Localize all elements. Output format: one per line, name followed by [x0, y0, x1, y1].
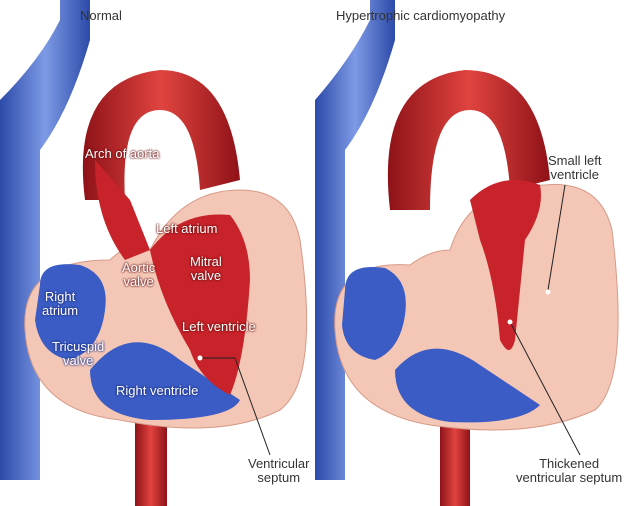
- label-line: Tricuspid: [52, 339, 105, 354]
- label-line: Thickened: [539, 456, 600, 471]
- title-normal: Normal: [80, 8, 122, 23]
- label-line: Aortic: [122, 260, 156, 275]
- label-line: Mitral: [190, 254, 222, 269]
- label-line: Right: [44, 289, 76, 304]
- label-line: septum: [257, 470, 301, 485]
- label-line: valve: [62, 353, 94, 368]
- hcm-heart: [315, 0, 619, 506]
- label-right-ventricle: Right ventricle: [116, 383, 199, 398]
- normal-heart: [0, 0, 308, 506]
- label-left-ventricle: Left ventricle: [182, 319, 256, 334]
- label-line: Small left: [548, 153, 602, 168]
- label-line: valve: [190, 268, 222, 283]
- label-line: valve: [123, 274, 154, 289]
- label-arch-of-aorta: Arch of aorta: [85, 146, 160, 161]
- label-line: Ventricular: [248, 456, 310, 471]
- leader-lines: [200, 184, 581, 456]
- label-left-atrium: Left atrium: [156, 221, 218, 236]
- title-hcm: Hypertrophic cardiomyopathy: [336, 8, 506, 23]
- label-line: atrium: [42, 303, 79, 318]
- label-line: ventricle: [550, 167, 599, 182]
- label-line: ventricular septum: [516, 470, 623, 485]
